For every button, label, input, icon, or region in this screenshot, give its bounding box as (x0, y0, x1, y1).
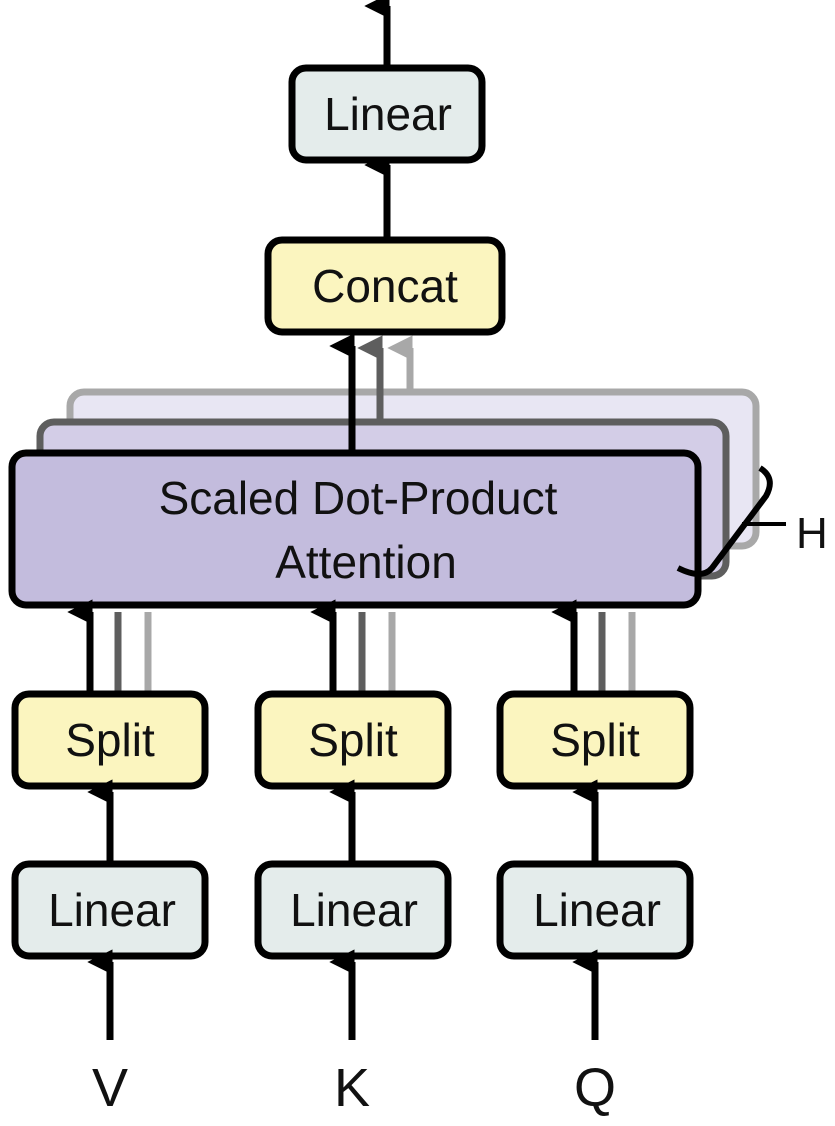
heads-label: H (796, 509, 828, 558)
heads-brace (676, 465, 773, 577)
split-label-v: Split (65, 714, 155, 766)
attention-label-line2: Attention (275, 536, 457, 588)
concat-label: Concat (312, 260, 458, 312)
linear-label-v: Linear (48, 884, 176, 936)
input-label-v: V (92, 1058, 128, 1118)
input-label-k: K (334, 1058, 370, 1118)
branch-v: Split Linear V (11, 599, 209, 1118)
split-label-k: Split (308, 714, 398, 766)
branch-q: Split Linear Q (496, 599, 694, 1118)
output-linear-label: Linear (324, 88, 452, 140)
linear-label-q: Linear (533, 884, 661, 936)
linear-label-k: Linear (290, 884, 418, 936)
split-label-q: Split (550, 714, 640, 766)
branch-k: Split Linear K (254, 599, 452, 1118)
input-label-q: Q (574, 1058, 616, 1118)
attention-label-line1: Scaled Dot-Product (159, 472, 558, 524)
